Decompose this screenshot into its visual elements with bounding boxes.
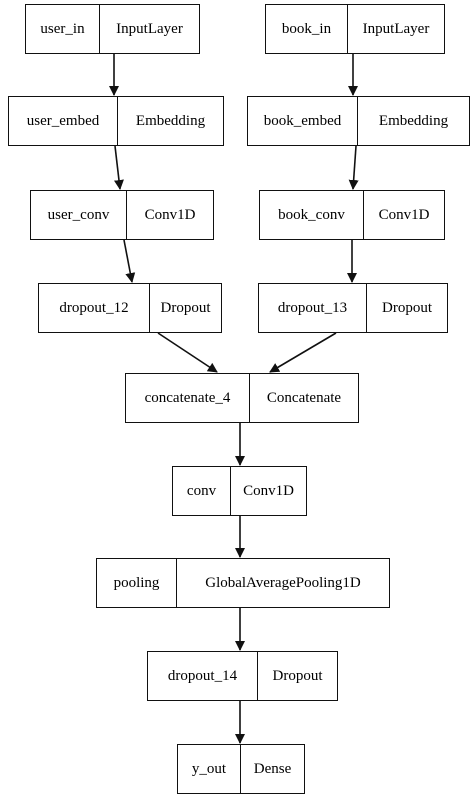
node-name-label: dropout_14 [148,652,258,700]
node-book_embed: book_embed Embedding [247,96,470,146]
node-type-label: Concatenate [266,389,342,406]
node-name-label: user_embed [9,97,118,145]
node-type-label: InputLayer [362,20,430,37]
node-user_conv: user_conv Conv1D [30,190,214,240]
node-name-label: conv [173,467,231,515]
node-pooling: pooling GlobalAveragePooling1D [96,558,390,608]
node-name-label: book_conv [260,191,364,239]
node-name-label: concatenate_4 [126,374,250,422]
node-dropout_12: dropout_12 Dropout [38,283,222,333]
node-dropout_13: dropout_13 Dropout [258,283,448,333]
node-conv: conv Conv1D [172,466,307,516]
node-user_in: user_in InputLayer [25,4,200,54]
node-type-label: Conv1D [378,206,430,223]
node-book_in: book_in InputLayer [265,4,445,54]
node-user_embed: user_embed Embedding [8,96,224,146]
node-type-label: Embedding [135,112,206,129]
node-name-label: pooling [97,559,177,607]
node-type-label: Dropout [272,667,323,684]
edge-user_conv-to-dropout_12 [123,239,136,283]
node-type-label: Dropout [160,299,211,316]
node-type-label: Conv1D [243,482,294,499]
edge-dropout_12-to-concatenate_4 [157,332,218,373]
node-type-label: Dropout [382,299,432,316]
node-book_conv: book_conv Conv1D [259,190,445,240]
node-name-label: user_conv [31,191,127,239]
node-type-label: InputLayer [116,20,183,37]
node-type-label: Dense [253,760,292,777]
node-name-label: y_out [178,745,241,793]
edge-dropout_13-to-concatenate_4 [269,332,337,373]
node-dropout_14: dropout_14 Dropout [147,651,338,701]
node-y_out: y_out Dense [177,744,305,794]
node-name-label: dropout_13 [259,284,367,332]
node-type-label: Embedding [378,112,449,129]
node-name-label: user_in [26,5,100,53]
edge-book_embed-to-book_conv [348,145,359,190]
node-type-label: GlobalAveragePooling1D [205,574,361,591]
node-name-label: book_embed [248,97,358,145]
node-concatenate_4: concatenate_4 Concatenate [125,373,359,423]
node-type-label: Conv1D [144,206,196,223]
node-name-label: book_in [266,5,348,53]
edge-user_embed-to-user_conv [113,145,124,190]
node-name-label: dropout_12 [39,284,150,332]
